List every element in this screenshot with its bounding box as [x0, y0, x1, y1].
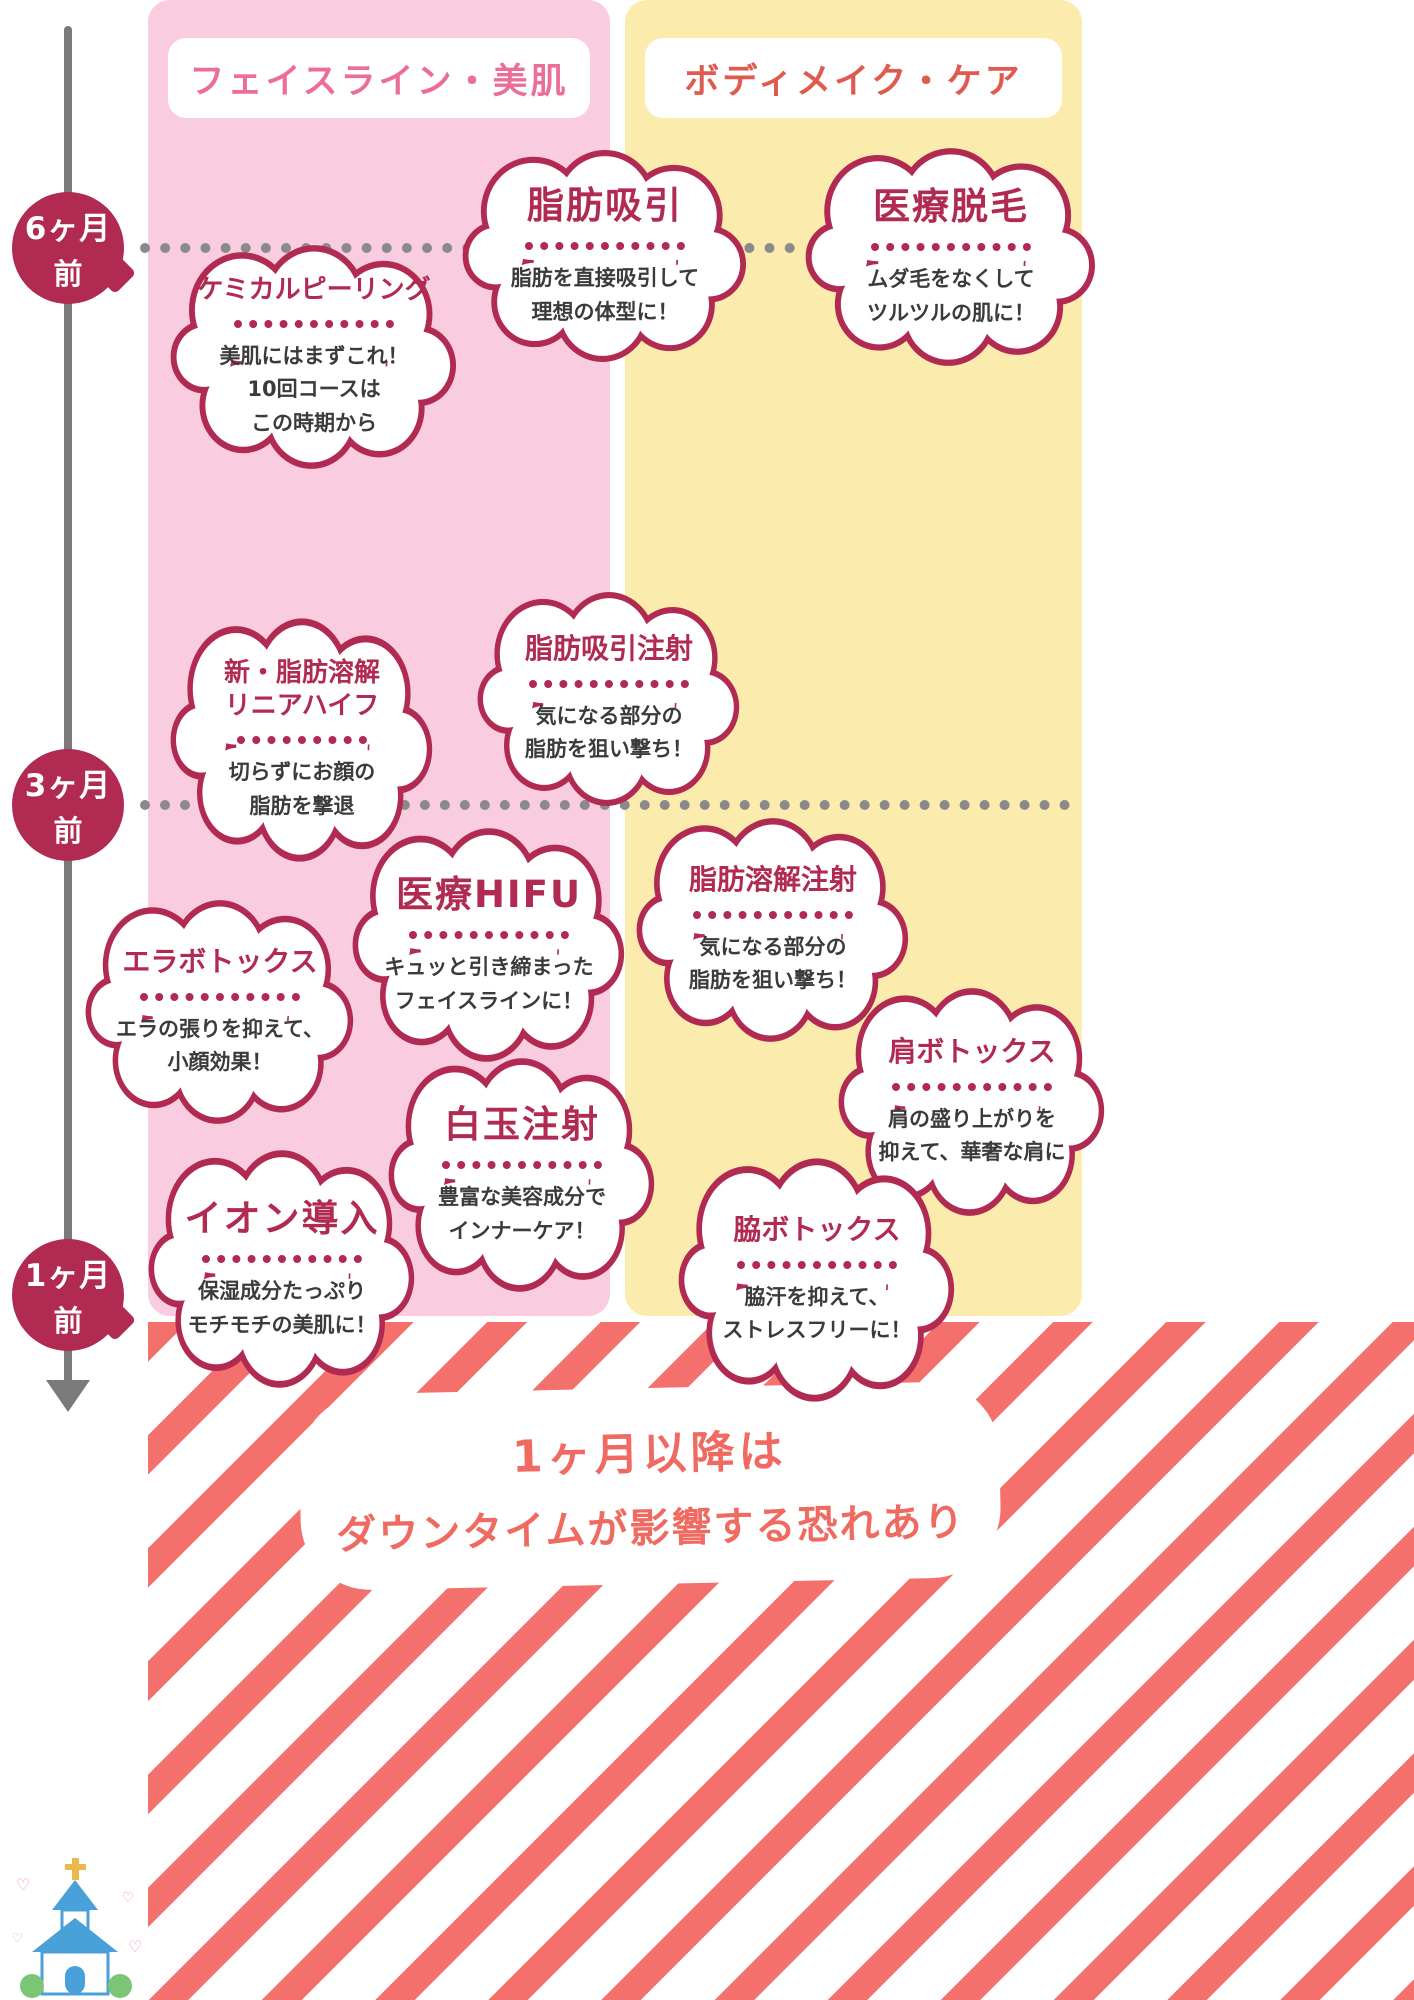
bubble-desc: エラの張りを抑えて、 小顔効果！ — [116, 1016, 324, 1075]
marker-suffix: 前 — [53, 1304, 83, 1338]
marker-month: 6ヶ月 — [24, 211, 112, 247]
dots-separator — [737, 1260, 897, 1269]
bubble-desc: 気になる部分の 脂肪を狙い撃ち！ — [524, 703, 693, 762]
timeline-arrow-icon — [46, 1380, 90, 1412]
dots-separator — [233, 319, 394, 328]
dots-separator — [442, 1161, 602, 1170]
bubble-title: エラボトックス — [122, 945, 318, 979]
bubble-title: 医療脱毛 — [873, 185, 1029, 229]
bubble-armpit-botox: 脇ボトックス 脇汗を抑えて、 ストレスフリーに！ — [678, 1156, 956, 1404]
bubble-title: ケミカルピーリング — [197, 274, 431, 305]
dots-separator — [528, 679, 689, 688]
bubble-desc: 肩の盛り上がりを 抑えて、華奢な肩に — [878, 1106, 1066, 1165]
svg-text:♡: ♡ — [16, 1875, 30, 1894]
bubble-desc: ムダ毛をなくして ツルツルの肌に！ — [867, 267, 1035, 326]
timeline-marker-6months: 6ヶ月 前 — [12, 192, 137, 304]
dots-separator — [892, 1082, 1052, 1091]
footer-warning-line1: 1ヶ月以降は — [511, 1426, 788, 1483]
svg-text:♡: ♡ — [122, 1890, 135, 1906]
marker-month: 1ヶ月 — [24, 1258, 112, 1294]
church-icon: ♡ ♡ ♡ ♡ — [12, 1858, 142, 1998]
marker-suffix: 前 — [53, 814, 83, 848]
bubble-desc: 豊富な美容成分で インナーケア！ — [438, 1185, 606, 1244]
bubble-fat-dissolving-injection: 脂肪溶解注射 気になる部分の 脂肪を狙い撃ち！ — [636, 816, 910, 1044]
dots-separator — [525, 242, 685, 251]
column-faceline-header: フェイスライン・美肌 — [168, 38, 590, 118]
bubble-desc: 脇汗を抑えて、 ストレスフリーに！ — [722, 1284, 912, 1343]
marker-tail — [93, 1298, 137, 1342]
bubble-desc: キュッと引き締まった フェイスラインに！ — [384, 955, 594, 1014]
bubble-shoulder-botox: 肩ボトックス 肩の盛り上がりを 抑えて、華奢な肩に — [838, 986, 1106, 1218]
bubble-title: 白玉注射 — [444, 1103, 600, 1147]
bubble-desc: 保湿成分たっぷり モチモチの美肌に！ — [187, 1279, 377, 1338]
dots-separator — [202, 1255, 362, 1264]
marker-tail — [93, 251, 137, 295]
bubble-title: 医療HIFU — [395, 873, 583, 917]
bubble-desc: 切らずにお顔の 脂肪を撃退 — [228, 760, 376, 818]
bubble-title: 脂肪溶解注射 — [688, 863, 857, 897]
svg-text:♡: ♡ — [128, 1937, 142, 1956]
bubble-iontophoresis: イオン導入 保湿成分たっぷり モチモチの美肌に！ — [148, 1148, 416, 1390]
timeline-marker-1month: 1ヶ月 前 — [12, 1239, 137, 1351]
bubble-medical-hifu: 医療HIFU キュッと引き締まった フェイスラインに！ — [352, 826, 626, 1064]
bubble-fat-suction-injection: 脂肪吸引注射 気になる部分の 脂肪を狙い撃ち！ — [477, 590, 741, 808]
bubble-title: 脂肪吸引 — [527, 184, 683, 228]
svg-text:♡: ♡ — [12, 1931, 23, 1945]
bubble-title: 新・脂肪溶解 リニアハイフ — [223, 657, 380, 722]
marker-month: 3ヶ月 — [24, 768, 112, 804]
bubble-linear-hifu: 新・脂肪溶解 リニアハイフ 切らずにお顔の 脂肪を撃退 — [170, 616, 434, 864]
footer-warning-box: 1ヶ月以降は ダウンタイムが影響する恐れあり — [298, 1380, 1002, 1592]
column-bodymake-header: ボディメイク・ケア — [645, 38, 1062, 118]
footer-warning-line2: ダウンタイムが影響する恐れあり — [335, 1499, 966, 1559]
bubble-title: 脇ボトックス — [733, 1213, 901, 1247]
bubble-shiratama-injection: 白玉注射 豊富な美容成分で インナーケア！ — [388, 1056, 656, 1294]
bubble-chemical-peeling: ケミカルピーリング 美肌にはまずこれ！ 10回コースは この時期から — [170, 243, 458, 471]
dots-separator — [692, 910, 853, 919]
dots-separator — [236, 736, 367, 745]
timeline-marker-3months: 3ヶ月 前 — [12, 749, 124, 861]
dots-separator — [871, 243, 1031, 252]
bubble-desc: 脂肪を直接吸引して 理想の体型に！ — [510, 266, 700, 325]
timeline-line — [64, 26, 72, 1384]
bubble-medical-hair-removal: 医療脱毛 ムダ毛をなくして ツルツルの肌に！ — [805, 146, 1097, 368]
dots-separator — [140, 992, 300, 1001]
dots-separator — [408, 931, 569, 940]
bubble-jaw-botox: エラボトックス エラの張りを抑えて、 小顔効果！ — [85, 898, 355, 1126]
marker-suffix: 前 — [53, 257, 83, 291]
bubble-desc: 美肌にはまずこれ！ 10回コースは この時期から — [219, 343, 409, 435]
bubble-title: 脂肪吸引注射 — [524, 632, 693, 666]
bubble-title: 肩ボトックス — [888, 1035, 1056, 1069]
bubble-title: イオン導入 — [184, 1197, 380, 1241]
bubble-liposuction: 脂肪吸引 脂肪を直接吸引して 理想の体型に！ — [462, 148, 748, 364]
bubble-desc: 気になる部分の 脂肪を狙い撃ち！ — [688, 934, 857, 993]
